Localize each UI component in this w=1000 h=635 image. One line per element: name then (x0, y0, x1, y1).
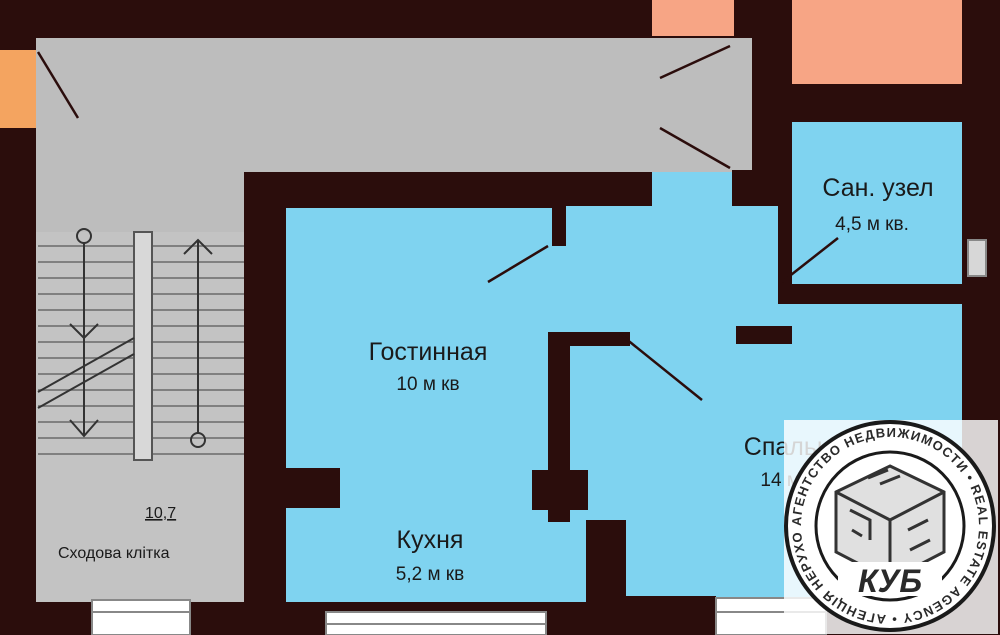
kitchen-name: Кухня (397, 526, 464, 554)
kitchen (286, 476, 586, 602)
accent-block-topright (792, 0, 962, 84)
living-room-name: Гостинная (369, 338, 488, 366)
stair-arrows (37, 228, 213, 448)
wall-piece (778, 284, 962, 302)
accent-block-left (0, 50, 36, 128)
bath-room-name: Сан. узел (822, 174, 933, 202)
wall-piece (736, 326, 792, 344)
seal-cube-icon (834, 464, 946, 582)
door-swings (36, 44, 839, 401)
living-room-area: 10 м кв (396, 374, 459, 395)
wall-piece (532, 470, 588, 510)
corridor (36, 38, 752, 232)
staircase-number: 10,7 (145, 505, 176, 522)
kitchen-area: 5,2 м кв (396, 564, 464, 585)
wall-piece (552, 206, 566, 246)
bath-room-area: 4,5 м кв. (835, 214, 909, 235)
windows (91, 239, 987, 635)
bath-room (792, 122, 962, 286)
wall-piece (286, 468, 340, 508)
staircase-name: Сходова клітка (58, 545, 170, 562)
stair-railing (133, 231, 153, 461)
wall-piece (732, 170, 792, 206)
accent-block-top (652, 0, 734, 36)
living-room (286, 172, 792, 510)
seal-brand: КУБ (858, 563, 922, 599)
